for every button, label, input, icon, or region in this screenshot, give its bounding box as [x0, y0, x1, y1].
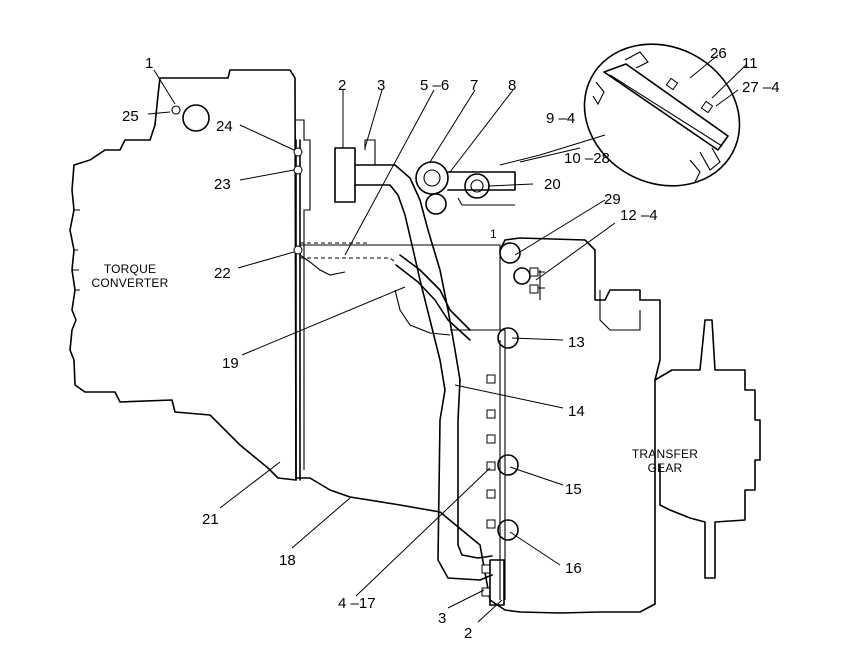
transfer-gear-label-line1: TRANSFER	[632, 447, 698, 461]
torque-converter-label-line2: CONVERTER	[92, 276, 169, 290]
callout-15: 15	[565, 481, 582, 498]
callout-18: 18	[279, 552, 296, 569]
callout-10-28: 10 –28	[564, 150, 610, 167]
torque-converter-label-line1: TORQUE	[104, 262, 156, 276]
callout-26: 26	[710, 45, 727, 62]
callout-3-bottom: 3	[438, 610, 446, 627]
callout-23: 23	[214, 176, 231, 193]
callout-3-top: 3	[377, 77, 385, 94]
converter-cover-plug	[171, 104, 210, 132]
callout-29: 29	[604, 191, 621, 208]
torque-converter-housing	[69, 69, 311, 481]
callout-25: 25	[122, 108, 139, 125]
transfer-gear-label-line2: GEAR	[648, 461, 683, 475]
top-oil-lines	[293, 139, 493, 581]
callout-21: 21	[202, 511, 219, 528]
callout-8: 8	[508, 77, 516, 94]
callout-4-17: 4 –17	[338, 595, 376, 612]
callout-13: 13	[568, 334, 585, 351]
transmission-case	[295, 139, 661, 614]
callout-12-4: 12 –4	[620, 207, 658, 224]
callout-9-4: 9 –4	[546, 110, 575, 127]
detail-view-inset	[583, 43, 741, 187]
callout-16: 16	[565, 560, 582, 577]
callout-11: 11	[742, 55, 758, 72]
detail-leader-2	[519, 147, 581, 163]
callout-2-top: 2	[338, 77, 346, 94]
top-line-flange	[334, 147, 356, 203]
callout-27-4: 27 –4	[742, 79, 780, 96]
callout-24: 24	[216, 118, 233, 135]
callout-1-small: 1	[490, 227, 497, 241]
callout-numbers: 1 25 24 23 22 19 21 18 4 –17 3 2 16 15 1…	[122, 45, 780, 642]
side-bolts	[481, 374, 505, 606]
filter-elbow-assembly	[415, 161, 516, 215]
transfer-gear-housing	[530, 270, 761, 579]
right-fittings	[497, 242, 539, 541]
callout-22: 22	[214, 265, 231, 282]
callout-1: 1	[145, 55, 153, 72]
callout-2-bottom: 2	[464, 625, 472, 642]
callout-14: 14	[568, 403, 585, 420]
callout-5-6: 5 –6	[420, 77, 449, 94]
callout-20: 20	[544, 176, 561, 193]
callout-19: 19	[222, 355, 239, 372]
callout-7: 7	[470, 77, 478, 94]
detail-leader	[499, 134, 606, 166]
leader-lines	[147, 54, 748, 623]
